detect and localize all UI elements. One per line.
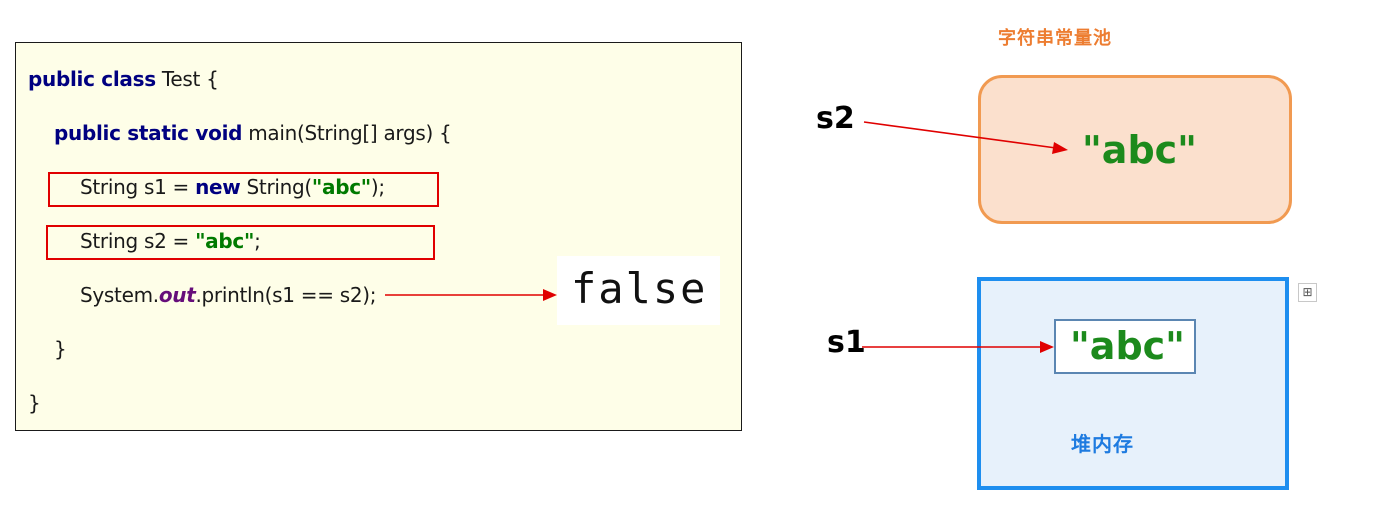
frame-icon[interactable]: ⊞ xyxy=(1298,283,1317,302)
string-literal: "abc" xyxy=(311,175,371,199)
code-text: String s2 = xyxy=(80,229,196,253)
string-pool-value: "abc" xyxy=(1082,128,1197,172)
code-line-s1: String s1 = new String("abc"); xyxy=(80,175,385,199)
variable-s1: s1 xyxy=(827,325,866,360)
highlight-box-s1 xyxy=(48,172,439,207)
string-pool-title: 字符串常量池 xyxy=(998,28,1112,49)
code-text: System. xyxy=(80,283,159,307)
code-line-println: System.out.println(s1 == s2); xyxy=(80,283,377,307)
arrowhead-false xyxy=(543,289,557,301)
arrowhead-heap xyxy=(1040,341,1054,353)
keyword: new xyxy=(195,175,241,199)
code-text: .println(s1 == s2); xyxy=(195,283,377,307)
arrow-s2-to-pool xyxy=(863,121,1057,149)
code-text: ; xyxy=(254,229,261,253)
code-line-main: public static void main(String[] args) { xyxy=(54,121,452,145)
code-panel: public class Test { public static void m… xyxy=(15,42,742,431)
keyword: public class xyxy=(28,67,156,91)
code-line-s2: String s2 = "abc"; xyxy=(80,229,261,253)
string-literal: "abc" xyxy=(195,229,255,253)
arrowhead-pool xyxy=(1052,142,1068,154)
highlight-box-s2 xyxy=(46,225,435,260)
heap-object-value: "abc" xyxy=(1070,324,1185,368)
code-line-class: public class Test { xyxy=(28,67,219,91)
variable-s2: s2 xyxy=(816,101,855,136)
heap-title: 堆内存 xyxy=(1071,432,1134,456)
heap-object-box xyxy=(1054,319,1196,374)
heap-box xyxy=(977,277,1289,490)
keyword: public static void xyxy=(54,121,243,145)
code-text: Test { xyxy=(155,67,219,91)
string-pool-box xyxy=(978,75,1292,224)
code-text: String s1 = xyxy=(80,175,196,199)
output-text: false xyxy=(571,264,708,313)
output-box: false xyxy=(557,256,720,325)
code-line-close-method: } xyxy=(54,337,67,361)
field-name: out xyxy=(158,283,196,307)
code-text: String( xyxy=(240,175,313,199)
code-text: ); xyxy=(370,175,385,199)
code-text: main(String[] args) { xyxy=(242,121,452,145)
code-line-close-class: } xyxy=(28,391,41,415)
